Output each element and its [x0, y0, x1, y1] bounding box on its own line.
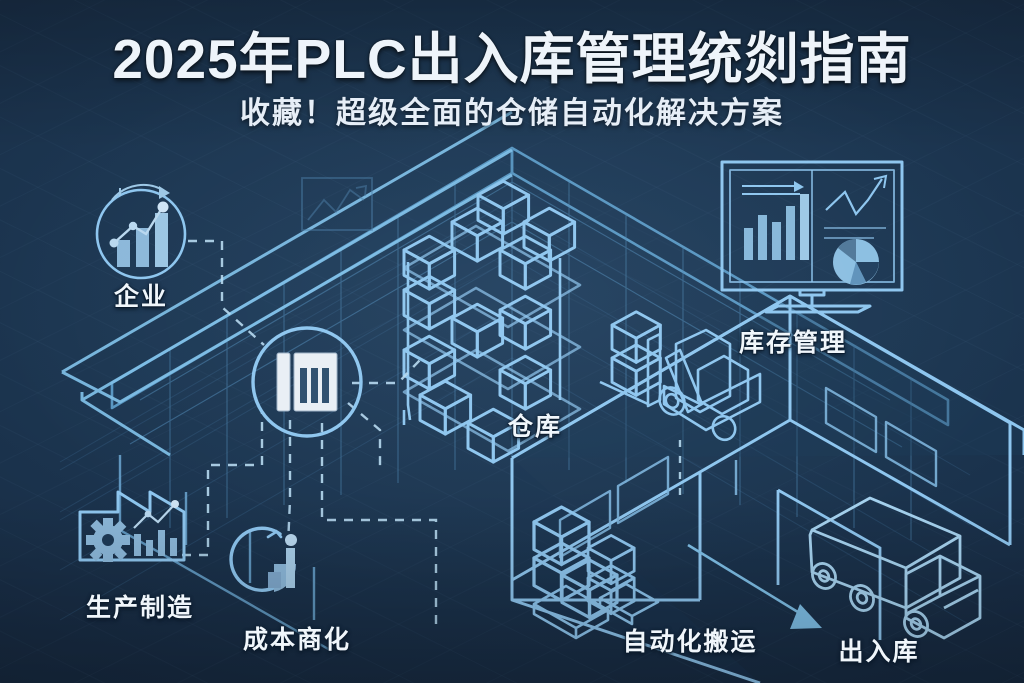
- connector-lines: [182, 239, 682, 630]
- dashboard-pie-chart: [833, 239, 879, 285]
- factory-bars: [134, 530, 177, 556]
- dashboard-bar-chart: [742, 181, 809, 260]
- label-shipping: 出入库: [838, 638, 920, 666]
- loading-dock: [776, 488, 882, 640]
- label-cost: 成本商化: [242, 626, 352, 654]
- label-manufacture: 生产制造: [85, 594, 195, 622]
- delivery-truck-icon: [808, 496, 982, 640]
- building-windows: [558, 386, 938, 559]
- label-handling: 自动化搬运: [622, 628, 758, 656]
- page-title: 2025年PLC出入库管理统剡指南: [112, 28, 912, 90]
- pallet-boxes-icon: [532, 505, 660, 640]
- label-enterprise: 企业: [113, 283, 169, 311]
- monitor-dashboard-icon: [720, 160, 904, 314]
- shipping-arrow-icon: [687, 543, 822, 629]
- warehouse-wall-grid: [129, 148, 912, 540]
- forklift-icon: [599, 310, 762, 442]
- factory-gear-chart-icon: [78, 490, 186, 562]
- dashboard-line-chart: [824, 174, 888, 239]
- label-inventory: 库存管理: [738, 329, 848, 357]
- warehouse-hub-icon[interactable]: [251, 326, 363, 438]
- circle-cost-chart-icon: [229, 526, 297, 592]
- page-subtitle: 收藏！超级全面的仓储自动化解决方案: [240, 97, 784, 130]
- circle-bar-chart-growth-icon: [95, 183, 187, 280]
- label-warehouse: 仓库: [507, 413, 563, 441]
- floor-outline: [61, 110, 513, 457]
- pallet-rack-isometric-icon: [402, 179, 582, 464]
- decorative-chart-icon: [301, 177, 373, 231]
